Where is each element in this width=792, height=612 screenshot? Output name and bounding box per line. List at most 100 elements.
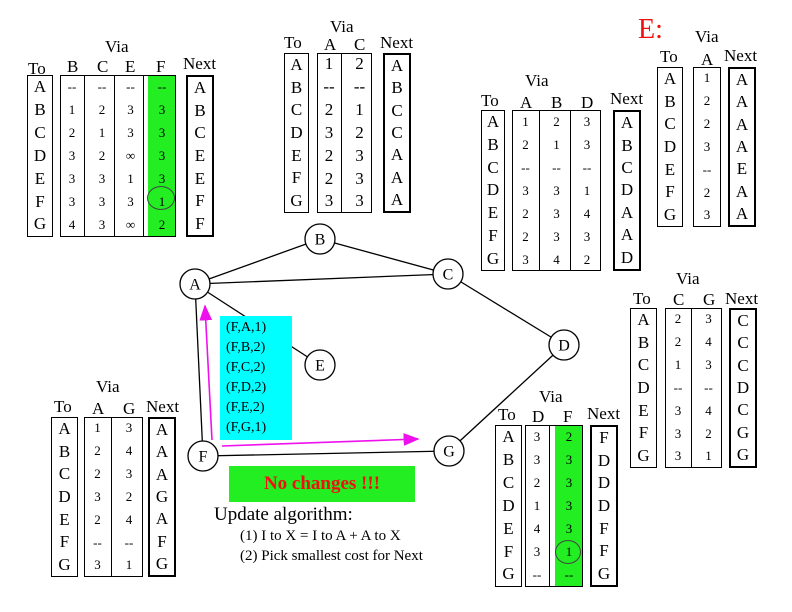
next-hop-cell: B [391, 78, 403, 98]
cost-cell: 3 [125, 466, 133, 482]
destination-c: C [487, 157, 499, 177]
cost-cell: 3 [583, 136, 591, 152]
next-hop-cell: A [390, 189, 404, 209]
cost-cell: 3 [98, 217, 106, 233]
update-arrow-to-g [221, 433, 420, 447]
cost-cell: 3 [674, 425, 682, 441]
cost-cell: 1 [553, 136, 560, 152]
cost-cell: 1 [705, 448, 712, 464]
next-hop-cell: C [737, 400, 749, 420]
table-d-to-header: To [633, 289, 651, 308]
destination-a: A [486, 112, 500, 132]
cost-cell: 2 [703, 116, 711, 132]
cost-cell: -- [124, 534, 134, 550]
next-hop-cell: D [597, 473, 611, 493]
cost-cell: 2 [324, 100, 334, 120]
destination-b: B [290, 77, 303, 97]
cost-cell: 3 [355, 168, 364, 188]
cost-cell: 3 [68, 147, 76, 163]
cost-cell: 1 [522, 113, 529, 129]
table-c-to-header: To [481, 91, 499, 110]
cost-cell: 3 [705, 311, 712, 327]
edge-a-c [194, 273, 449, 285]
edge-d-g [448, 344, 565, 452]
cost-cell: 2 [533, 474, 541, 490]
table-b-via-a-header: A [324, 35, 337, 54]
node-d-label: D [558, 338, 570, 355]
cost-cell: 4 [705, 334, 712, 350]
destination-d: D [33, 145, 47, 165]
cost-cell: -- [157, 78, 167, 94]
node-a-label: A [189, 277, 201, 294]
next-hop-cell: A [193, 78, 207, 98]
next-hop-cell: F [599, 541, 609, 561]
cost-cell: -- [673, 379, 683, 395]
cost-cell: -- [353, 77, 366, 97]
table-c-next-header: Next [610, 89, 644, 108]
next-hop-cell: D [620, 180, 634, 200]
update-rule-2: (2) Pick smallest cost for Next [240, 548, 423, 564]
cost-cell: 2 [703, 184, 711, 200]
destination-e: E [664, 159, 676, 179]
next-hop-cell: A [155, 509, 169, 529]
next-hop-cell: A [735, 114, 749, 134]
cost-cell: 1 [98, 124, 106, 140]
table-b-via-frame [317, 53, 372, 213]
next-hop-cell: D [620, 247, 634, 267]
node-b-label: B [315, 232, 326, 249]
cost-cell: 3 [703, 207, 711, 223]
router-e-label: E: [638, 14, 663, 45]
cost-cell: 3 [158, 101, 166, 117]
destination-f: F [503, 541, 514, 561]
cost-cell: 2 [158, 217, 166, 233]
cost-cell: 2 [522, 136, 529, 152]
cost-cell: 3 [158, 147, 166, 163]
cost-cell: 3 [94, 557, 101, 573]
message-entry: (F,A,1) [226, 320, 267, 335]
table-c-via-a-header: A [520, 93, 533, 112]
next-hop-cell: A [390, 56, 404, 76]
destination-a: A [663, 69, 677, 89]
destination-g: G [637, 445, 650, 465]
cost-cell: 3 [553, 228, 560, 244]
cost-cell: 3 [158, 171, 166, 187]
table-c-via-header: Via [525, 71, 549, 90]
destination-a: A [33, 77, 47, 97]
cost-cell: 2 [98, 147, 106, 163]
cost-cell: 3 [533, 451, 541, 467]
destination-b: B [58, 441, 71, 461]
circled-entry-a [147, 186, 175, 210]
cost-cell: 2 [565, 428, 573, 444]
node-g [433, 435, 465, 467]
destination-g: G [663, 204, 677, 224]
destination-f: F [488, 225, 498, 245]
destination-c: C [34, 123, 46, 143]
destination-c: C [290, 100, 303, 120]
destination-g: G [58, 554, 71, 574]
next-hop-cell: C [737, 355, 749, 375]
cost-cell: 1 [125, 557, 133, 573]
next-hop-cell: F [157, 531, 167, 551]
next-hop-cell: A [620, 225, 634, 245]
message-entry: (F,G,1) [226, 420, 267, 435]
cost-cell: 1 [355, 100, 364, 120]
cost-cell: 2 [674, 311, 682, 327]
next-hop-cell: C [737, 311, 749, 331]
table-g-via-f-header: F [563, 407, 573, 426]
destination-a: A [502, 427, 515, 447]
next-hop-cell: D [736, 377, 750, 397]
cost-cell: 1 [674, 357, 682, 373]
next-hop-cell: F [195, 191, 205, 211]
cost-cell: 1 [583, 182, 591, 198]
table-d-via-frame [665, 308, 722, 468]
next-hop-cell: F [599, 518, 609, 538]
cost-cell: 3 [553, 182, 560, 198]
